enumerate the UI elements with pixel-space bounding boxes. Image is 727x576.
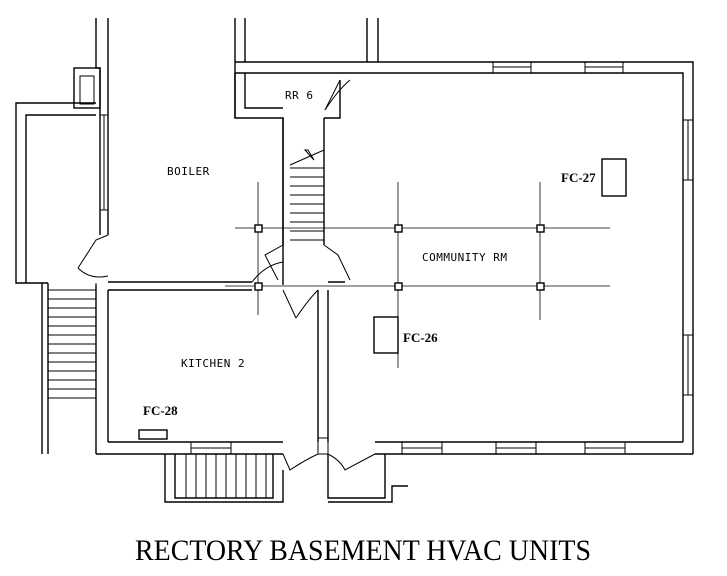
- fc27-label: FC-27: [561, 170, 596, 185]
- room-label-kitchen: KITCHEN 2: [181, 357, 245, 370]
- fc26-unit: [373, 316, 399, 354]
- page-title: RECTORY BASEMENT HVAC UNITS: [135, 534, 591, 567]
- doors: [77, 79, 376, 471]
- left-stairs: [48, 289, 96, 399]
- fc28-unit: [138, 429, 168, 440]
- column-marker: [536, 224, 545, 233]
- column-marker: [394, 282, 403, 291]
- fc27-unit: [601, 158, 627, 197]
- column-marker: [254, 282, 263, 291]
- room-label-rr6: RR 6: [285, 89, 314, 102]
- fc26-label: FC-26: [403, 330, 438, 345]
- column-marker: [254, 224, 263, 233]
- center-stairs: [289, 149, 325, 241]
- column-marker: [394, 224, 403, 233]
- column-marker: [536, 282, 545, 291]
- room-label-boiler: BOILER: [167, 165, 210, 178]
- exterior-walls: [15, 18, 694, 455]
- room-label-community: COMMUNITY RM: [422, 251, 507, 264]
- bottom-stairs: [164, 454, 408, 503]
- fc28-label: FC-28: [143, 403, 178, 418]
- windows: [99, 61, 694, 455]
